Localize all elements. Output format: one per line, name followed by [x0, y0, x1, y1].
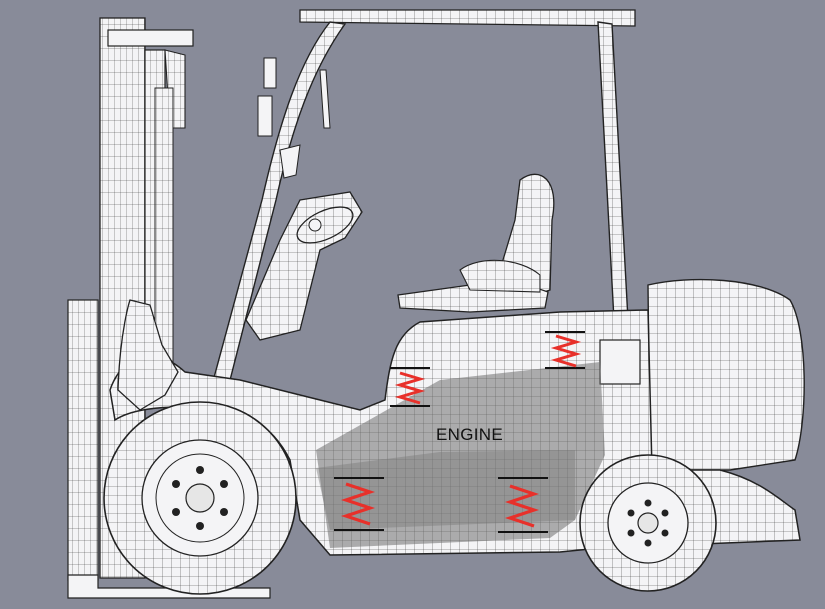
- fork-assembly: [67, 299, 271, 599]
- spring-front-upper: [390, 367, 430, 407]
- overhead-guard: [211, 9, 636, 389]
- counterweight: [647, 278, 805, 471]
- operator-seat: [397, 173, 555, 313]
- spring-rear-upper: [545, 331, 585, 369]
- front-wheel: [103, 401, 297, 595]
- rear-wheel: [579, 454, 717, 592]
- engine-label: ENGINE: [436, 425, 503, 444]
- steering-column: [245, 144, 363, 341]
- spring-front-lower: [334, 477, 384, 531]
- engine-compartment: [316, 362, 605, 548]
- spring-rear-lower: [498, 477, 548, 533]
